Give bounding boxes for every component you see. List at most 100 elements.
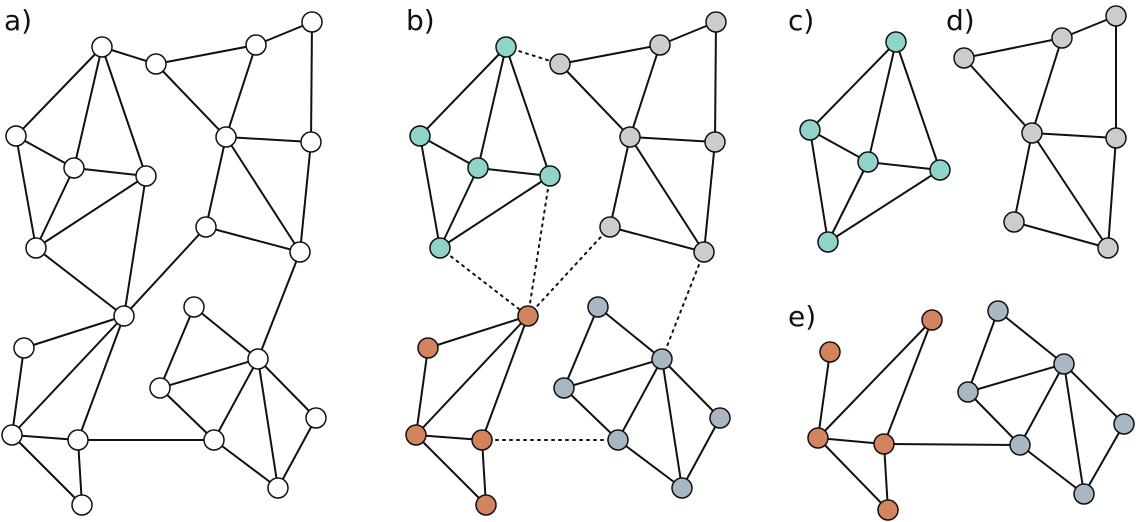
panel-a-node: [289, 241, 311, 263]
edges-layer: [11, 15, 1125, 511]
panel-d-edge: [1031, 132, 1117, 139]
panel-b-edge: [427, 315, 529, 349]
panel-b-edge: [559, 44, 661, 65]
panel-a-edge: [213, 439, 279, 489]
panel-a-node: [215, 126, 237, 148]
panel-d-node: [1003, 211, 1025, 233]
panel-e-edge: [817, 351, 831, 439]
panel-a-edge: [11, 347, 25, 436]
panel-a-edge: [159, 387, 215, 441]
panel-d-node: [1105, 127, 1127, 149]
panel-c-node: [929, 159, 951, 181]
panel-b-edge: [609, 136, 631, 228]
panel-b-edge: [415, 434, 487, 506]
panel-a-node: [113, 305, 135, 327]
panel-c-edge: [867, 41, 897, 163]
panel-a-edge: [225, 136, 312, 143]
panel-a-edge: [11, 434, 79, 441]
panel-b-node-gray: [599, 216, 621, 238]
panel-d-edge: [1107, 137, 1117, 249]
panel-c-edge: [827, 161, 869, 243]
panel-e-edge: [817, 437, 885, 445]
panel-a-edge: [11, 315, 125, 436]
panel-a-edge: [35, 175, 147, 249]
panel-a-node: [67, 429, 89, 451]
panel-a-edge: [205, 136, 227, 228]
panel-b-node-orange: [517, 305, 539, 327]
panel-c-edge: [809, 129, 829, 243]
panel-a-node: [5, 125, 27, 147]
panel-a-node: [149, 377, 171, 399]
panel-b-edge: [419, 46, 507, 137]
panel-b-node-blue: [607, 429, 629, 451]
panel-b-node-gray: [693, 241, 715, 263]
panel-e-edge: [1083, 423, 1125, 495]
panel-b-node-teal: [467, 157, 489, 179]
panel-b-cut-edge: [527, 175, 551, 317]
panel-a-node: [145, 53, 167, 75]
panel-e-edge: [883, 443, 889, 511]
panel-b-edge: [563, 306, 599, 389]
panel-c-node: [857, 151, 879, 173]
panel-e-edge: [1019, 444, 1085, 495]
panel-b-edge: [681, 417, 721, 489]
panel-e-edge: [883, 319, 933, 445]
panel-a-edge: [15, 135, 75, 169]
panel-c-node: [817, 231, 839, 253]
panel-b-edge: [559, 63, 631, 138]
panel-a-node: [300, 131, 322, 153]
panel-b-edge: [415, 347, 429, 436]
panel-d-edge: [1031, 132, 1109, 249]
panel-b-node-gray: [705, 11, 727, 33]
panel-a-edge: [101, 46, 147, 177]
panel-a-edge: [23, 315, 125, 349]
panel-b-node-blue: [671, 477, 693, 499]
panel-b-node-blue: [553, 377, 575, 399]
panel-a-edge: [77, 439, 83, 506]
panel-b-edge: [609, 226, 705, 253]
panel-e-node-blue: [1053, 353, 1075, 375]
panel-e-node-blue: [1009, 434, 1031, 456]
panel-b-edge: [629, 44, 661, 138]
panel-b-edge: [439, 175, 551, 249]
panel-a-node: [1, 424, 23, 446]
panel-e-edge: [817, 319, 933, 439]
panel-a-edge: [155, 44, 257, 65]
panel-b-edge: [703, 141, 716, 253]
panel-b-edge: [629, 136, 705, 253]
panel-a-edge: [15, 135, 37, 249]
panel-b-node-gray: [649, 34, 671, 56]
panel-a-edge: [73, 167, 147, 177]
panel-b-cut-edge: [439, 247, 529, 317]
panel-b-node-orange: [471, 429, 493, 451]
panel-b-edge: [714, 21, 717, 143]
panel-d-node: [1097, 237, 1119, 259]
panel-a-edge: [35, 167, 75, 249]
panel-b-node-teal: [409, 125, 431, 147]
panel-a-edge: [257, 358, 317, 419]
panel-c-edge: [809, 41, 897, 131]
panel-a-edge: [225, 136, 301, 253]
panel-label-e: e): [788, 300, 816, 333]
panel-b-cut-edge: [527, 226, 611, 317]
panel-a-edge: [257, 358, 279, 489]
panel-b-node-blue: [651, 348, 673, 370]
panel-b-edge: [419, 135, 479, 169]
panel-a-edge: [73, 46, 103, 169]
panel-b-node-orange: [475, 494, 497, 516]
panel-d-edge: [963, 57, 1033, 134]
panel-a-node: [71, 494, 93, 516]
panel-e-node-orange: [807, 427, 829, 449]
panel-b-edge: [617, 358, 663, 441]
panel-d-node: [1051, 27, 1073, 49]
panel-b-edge: [617, 439, 683, 489]
panel-b-edge: [481, 315, 529, 441]
panel-b-edge: [415, 434, 483, 441]
panel-e-node-blue: [987, 300, 1009, 322]
panel-e-node-orange: [921, 309, 943, 331]
panel-b-node-gray: [619, 126, 641, 148]
panel-b-node-teal: [539, 165, 561, 187]
panel-e-edge: [967, 391, 1021, 446]
panel-b-edge: [439, 167, 479, 249]
